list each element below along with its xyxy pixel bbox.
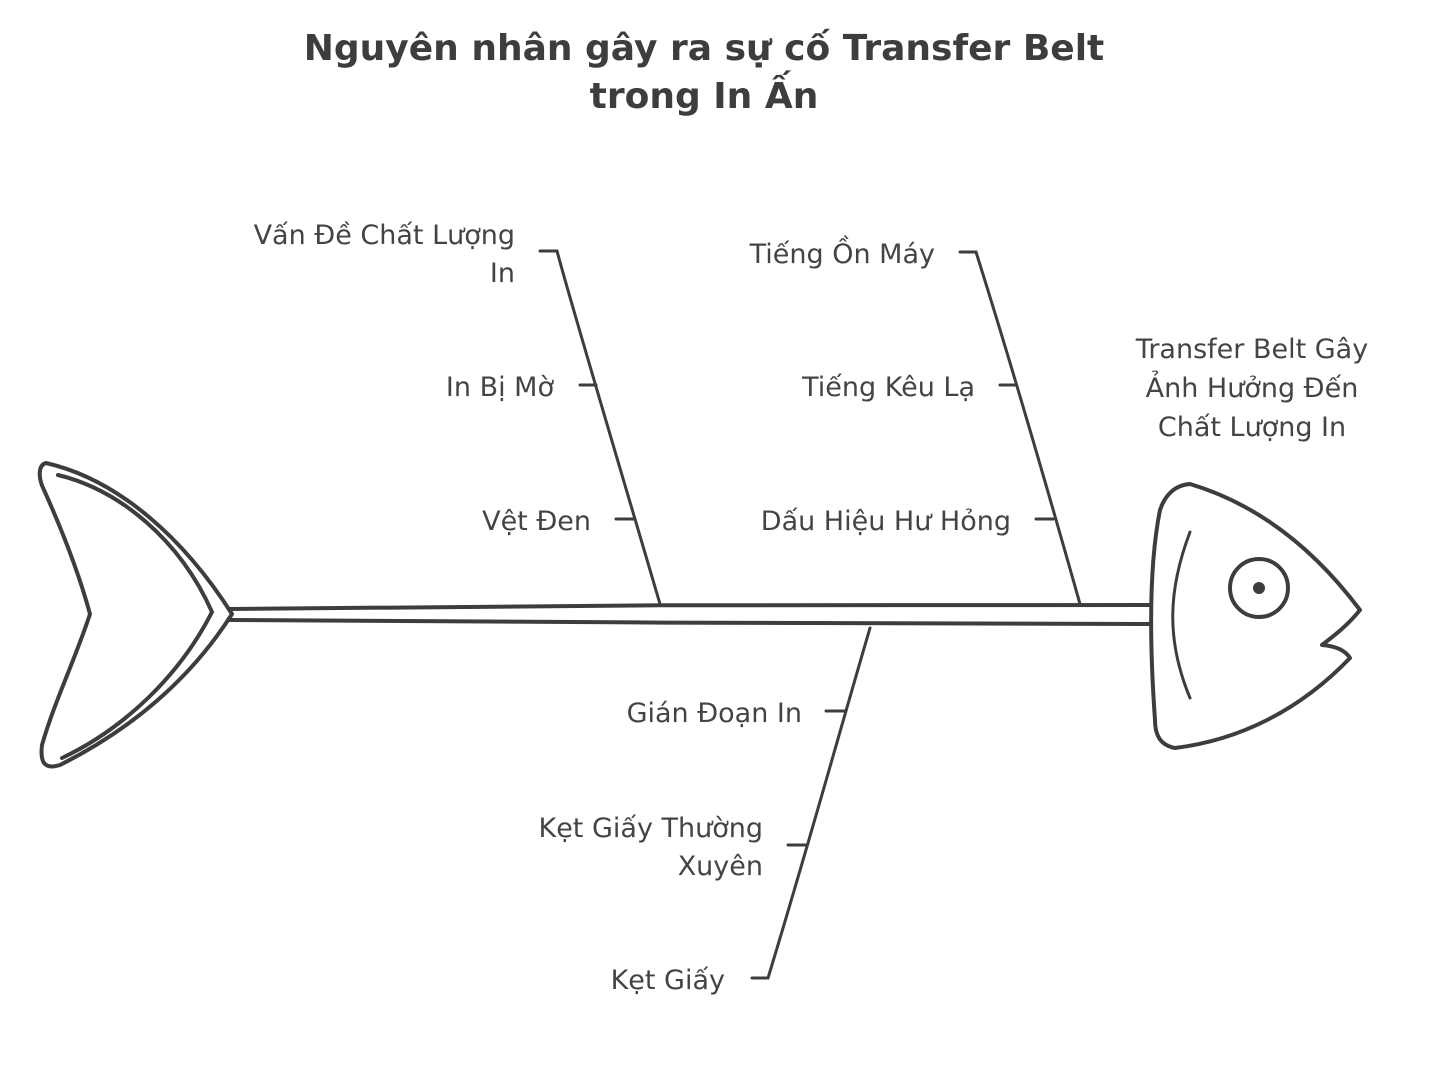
category-label-print-quality: Vấn Đề Chất Lượng In bbox=[254, 220, 515, 289]
cause-in-bi-mo: In Bị Mờ bbox=[446, 372, 555, 403]
bone-machine-noise bbox=[958, 250, 1082, 606]
title-line-2: trong In Ấn bbox=[590, 70, 819, 117]
category-print-quality-line-1: Vấn Đề Chất Lượng bbox=[254, 220, 515, 251]
cause-ket-giay-thuong-xuyen-line-2: Xuyên bbox=[678, 851, 763, 882]
effect-label: Transfer Belt Gây Ảnh Hưởng Đến Chất Lượ… bbox=[1135, 334, 1368, 443]
cause-vet-den: Vệt Đen bbox=[482, 506, 591, 537]
cause-gian-doan-in: Gián Đoạn In bbox=[627, 698, 802, 729]
effect-line-2: Ảnh Hưởng Đến bbox=[1146, 370, 1359, 404]
bone-paper-jam bbox=[750, 626, 872, 980]
fish-head-icon bbox=[1149, 482, 1362, 750]
category-machine-noise-line-1: Tiếng Ồn Máy bbox=[749, 235, 935, 270]
fish-tail-icon bbox=[37, 461, 234, 769]
cause-dau-hieu-hu-hong: Dấu Hiệu Hư Hỏng bbox=[761, 506, 1011, 537]
cause-tieng-keu-la: Tiếng Kêu Lạ bbox=[801, 372, 975, 403]
category-print-quality-line-2: In bbox=[490, 258, 515, 289]
category-label-machine-noise: Tiếng Ồn Máy bbox=[749, 235, 935, 270]
category-label-paper-jam: Kẹt Giấy bbox=[611, 965, 725, 996]
cause-ket-giay-thuong-xuyen-line-1: Kẹt Giấy Thường bbox=[538, 813, 763, 844]
effect-line-3: Chất Lượng In bbox=[1158, 412, 1346, 443]
diagram-title: Nguyên nhân gây ra sự cố Transfer Belt t… bbox=[304, 28, 1105, 117]
fish-spine bbox=[228, 602, 1152, 626]
category-paper-jam-line-1: Kẹt Giấy bbox=[611, 965, 725, 996]
bone-print-quality bbox=[538, 249, 662, 606]
title-line-1: Nguyên nhân gây ra sự cố Transfer Belt bbox=[304, 28, 1105, 69]
cause-ket-giay-thuong-xuyen: Kẹt Giấy Thường Xuyên bbox=[538, 813, 763, 882]
effect-line-1: Transfer Belt Gây bbox=[1135, 334, 1368, 365]
fish-eye-icon bbox=[1228, 557, 1290, 619]
